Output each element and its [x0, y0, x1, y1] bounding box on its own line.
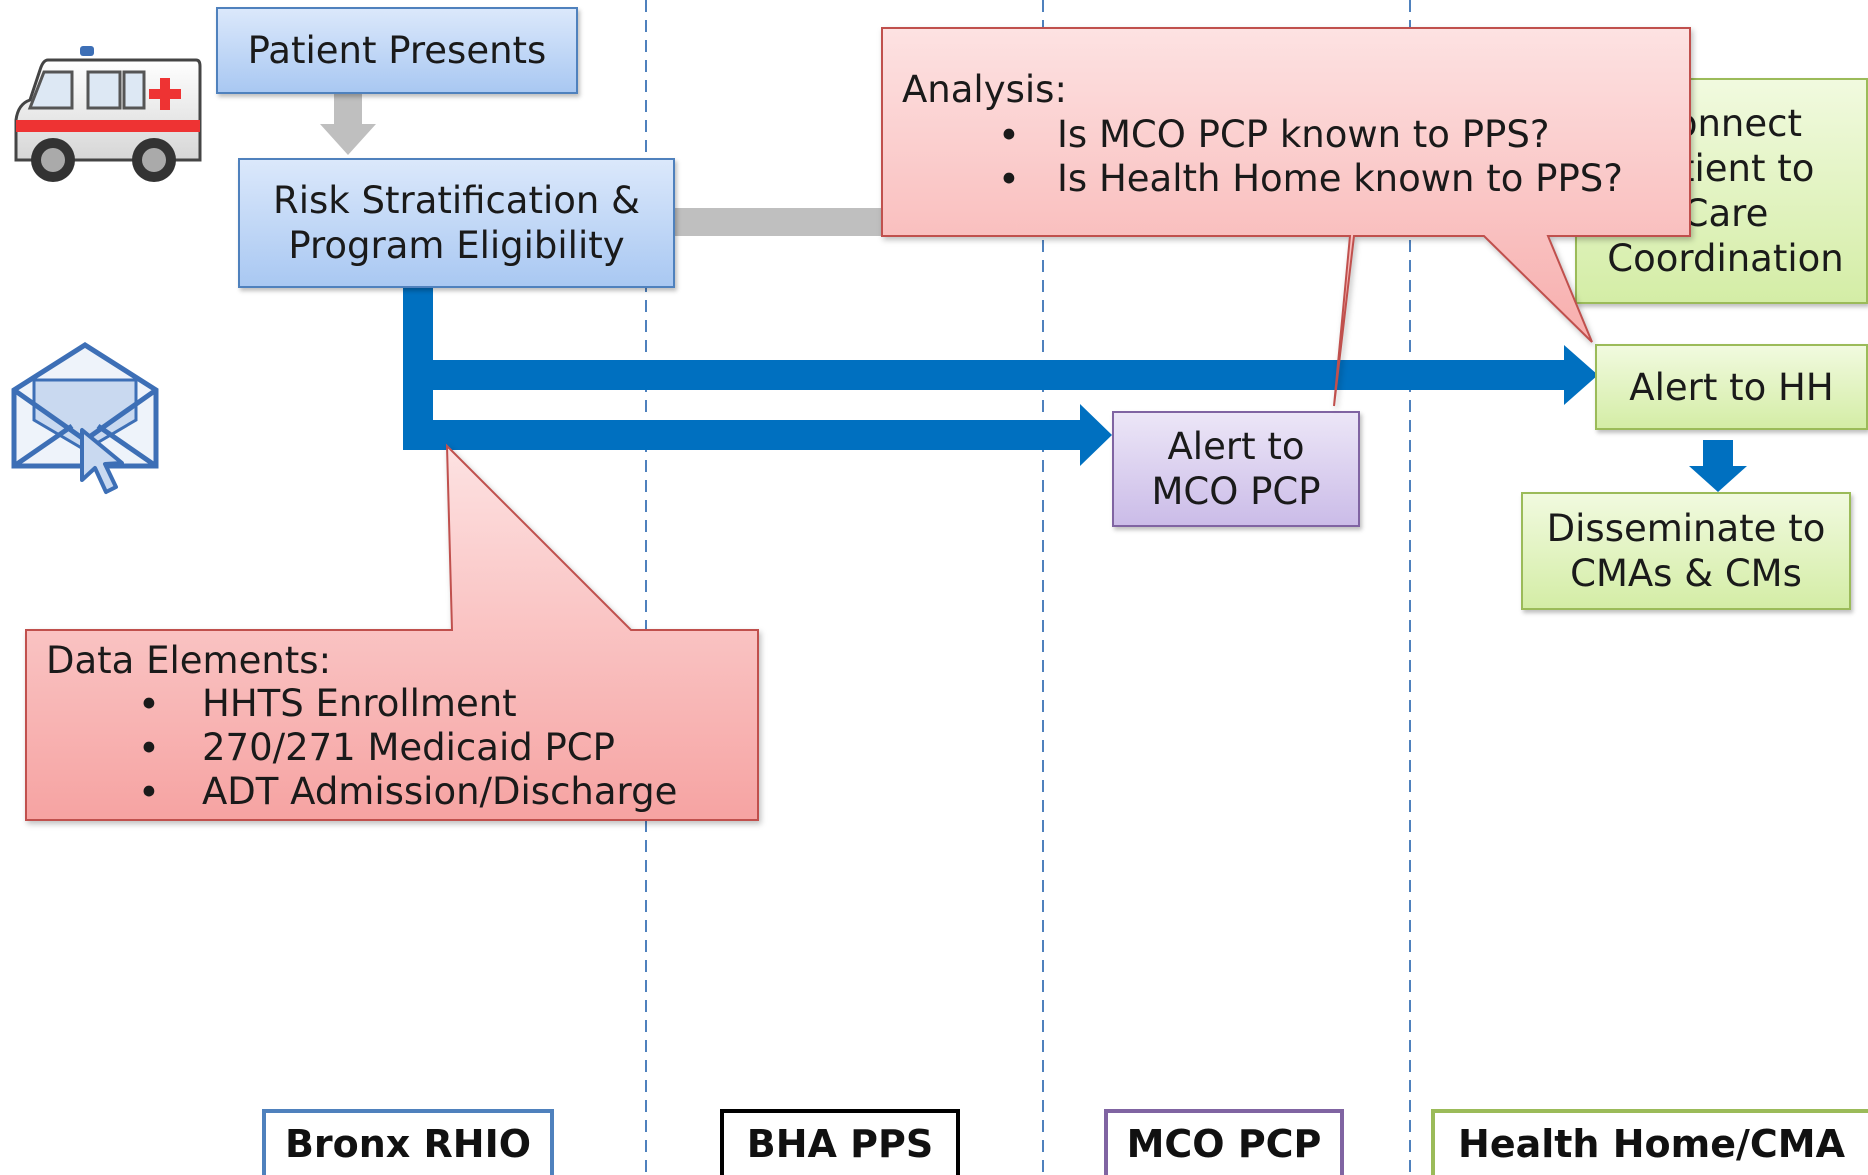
gray-arrow-down-head	[320, 124, 376, 155]
analysis-item-health-home: Is Health Home known to PPS?	[1057, 157, 1623, 200]
bullet-marker: •	[998, 158, 1020, 201]
bullet-marker: •	[998, 114, 1020, 157]
alert-mco-label-line1: Alert to	[1167, 425, 1305, 468]
lane-label-text: Health Home/CMA	[1458, 1122, 1845, 1166]
analysis-item-mco: Is MCO PCP known to PPS?	[1057, 113, 1550, 156]
risk-label-line1: Risk Stratification &	[273, 179, 640, 222]
lane-label-text: Bronx RHIO	[284, 1122, 532, 1166]
alert-mco-label-line2: MCO PCP	[1151, 470, 1321, 513]
lane-label-text: MCO PCP	[1126, 1122, 1322, 1166]
bullet-marker: •	[138, 727, 160, 770]
alert-mco-pcp-box: Alert to MCO PCP	[1112, 411, 1360, 527]
bullet-marker: •	[138, 771, 160, 814]
alert-hh-label: Alert to HH	[1629, 365, 1834, 409]
data-item-hhts: HHTS Enrollment	[202, 682, 517, 725]
patient-presents-box: Patient Presents	[216, 7, 578, 94]
disseminate-box: Disseminate to CMAs & CMs	[1521, 492, 1851, 610]
data-item-adt: ADT Admission/Discharge	[202, 770, 678, 813]
bullet-marker: •	[138, 683, 160, 726]
gray-arrow-down-shaft	[334, 94, 362, 126]
lane-label-mco-pcp: MCO PCP	[1104, 1109, 1344, 1175]
alert-hh-box: Alert to HH	[1595, 344, 1868, 430]
blue-arrow-to-mco-head	[1080, 404, 1112, 466]
data-elements-heading: Data Elements:	[46, 639, 332, 682]
email-click-icon	[10, 340, 160, 500]
lane-label-health-home-cma: Health Home/CMA	[1431, 1109, 1868, 1175]
blue-arrow-to-mco-shaft	[403, 420, 1083, 450]
connect-label-line4: Coordination	[1607, 237, 1844, 280]
blue-arrow-to-hh-head	[1564, 345, 1598, 405]
patient-presents-label: Patient Presents	[247, 29, 547, 72]
analysis-heading: Analysis:	[902, 68, 1067, 111]
lane-label-bha-pps: BHA PPS	[720, 1109, 960, 1175]
blue-arrow-down-shaft	[1703, 440, 1733, 468]
lane-label-text: BHA PPS	[746, 1122, 934, 1166]
disseminate-label-line2: CMAs & CMs	[1570, 552, 1802, 595]
lane-label-bronx-rhio: Bronx RHIO	[262, 1109, 554, 1175]
connect-label-line3: Care	[1682, 192, 1769, 235]
ambulance-icon	[8, 42, 203, 187]
risk-label-line2: Program Eligibility	[288, 224, 625, 267]
data-item-270-271: 270/271 Medicaid PCP	[202, 726, 615, 769]
blue-arrow-down-head	[1689, 466, 1747, 492]
disseminate-label-line1: Disseminate to	[1546, 507, 1826, 550]
risk-stratification-box: Risk Stratification & Program Eligibilit…	[238, 158, 675, 288]
blue-arrow-to-hh-shaft	[403, 360, 1567, 390]
